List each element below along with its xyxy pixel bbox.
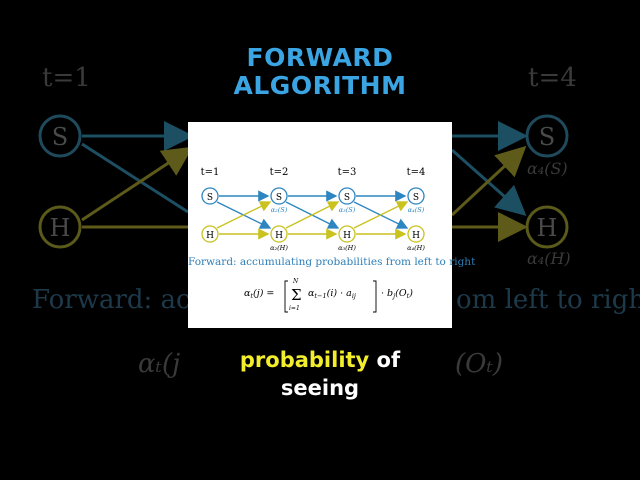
bg-arrow — [81, 142, 189, 214]
state-node-h-t1-label: H — [206, 231, 214, 241]
state-node-s-t1 — [201, 187, 219, 205]
bg-caption-right: om left to right — [456, 285, 640, 315]
bg-node-s-right-label: S — [539, 123, 555, 151]
transition-arrow-h-s — [353, 201, 409, 229]
state-node-s-t3 — [338, 187, 356, 205]
state-node-s-t3-label: S — [344, 193, 350, 203]
title-line-2: ALGORITHM — [233, 71, 407, 100]
bg-node-h-left-label: H — [50, 214, 71, 242]
subtitle-line-1: probability of — [224, 346, 416, 374]
alpha-label-s-t2: α₂(S) — [271, 206, 288, 214]
bg-arrow — [450, 145, 527, 217]
state-node-h-t4 — [407, 225, 425, 243]
alpha-label-s-t3: α₃(S) — [339, 206, 356, 214]
diagram-caption: Forward: accumulating probabilities from… — [188, 256, 476, 268]
state-node-h-t1 — [201, 225, 219, 243]
alpha-label-h-t4: α₄(H) — [407, 244, 425, 252]
bg-node-s-left-label: S — [52, 123, 68, 151]
state-node-h-t4-label: H — [412, 231, 420, 241]
state-node-s-t4 — [407, 187, 425, 205]
bg-node-h-left — [38, 205, 82, 249]
state-node-h-t3-label: H — [343, 231, 351, 241]
state-node-s-t2-label: S — [276, 193, 282, 203]
forward-recursion-formula: αt(j) = Σ N i=1 αt−1(i) · aij · bj(Ot) — [244, 278, 413, 313]
svg-text:i=1: i=1 — [289, 305, 300, 312]
time-label-t3: t=3 — [338, 167, 357, 178]
transition-arrow-h-s — [285, 201, 340, 229]
state-node-h-t3 — [338, 225, 356, 243]
bg-formula-left: αₜ(j — [138, 349, 180, 379]
time-label-t4: t=4 — [407, 167, 426, 178]
video-title: FORWARD ALGORITHM — [0, 44, 640, 100]
time-label-t1: t=1 — [201, 167, 220, 178]
svg-text:Σ: Σ — [291, 286, 302, 304]
alpha-label-s-t4: α₄(S) — [408, 206, 425, 214]
subtitle-highlight-word: probability — [239, 348, 370, 372]
title-line-1: FORWARD — [246, 43, 394, 72]
bg-t1-label: t=1 — [42, 63, 91, 93]
subtitle-text-1: of — [369, 348, 401, 372]
state-node-s-t4-label: S — [413, 193, 419, 203]
state-node-h-t2 — [270, 225, 288, 243]
alpha-label-h-t3: α₃(H) — [338, 244, 356, 252]
transition-arrow-h-s — [216, 201, 272, 229]
time-label-t2: t=2 — [270, 167, 289, 178]
subtitle-line-2: seeing — [280, 376, 360, 400]
bg-arrow — [81, 146, 194, 222]
bg-t4-label: t=4 — [528, 63, 577, 93]
bg-alpha4-h: α₄(H) — [527, 249, 571, 268]
svg-text:αt(j) =: αt(j) = — [244, 288, 274, 300]
bg-node-s-left — [38, 114, 82, 158]
bg-node-h-right-label: H — [537, 214, 558, 242]
trellis-diagram: t=1 t=2 t=3 t=4 S S S S H H H — [201, 167, 426, 313]
trellis-diagram-card: t=1 t=2 t=3 t=4 S S S S H H H — [188, 122, 476, 328]
alpha-label-h-t2: α₂(H) — [270, 244, 288, 252]
svg-text:N: N — [292, 278, 299, 285]
bg-formula-right: (Oₜ) — [455, 349, 503, 379]
bg-alpha4-s: α₄(S) — [527, 159, 568, 178]
video-subtitle: probability of seeing — [224, 346, 416, 402]
svg-text:· bj(Ot): · bj(Ot) — [381, 288, 413, 300]
state-node-s-t1-label: S — [207, 193, 213, 203]
state-node-s-t2 — [270, 187, 288, 205]
state-node-h-t2-label: H — [275, 231, 283, 241]
svg-text:αt−1(i) · aij: αt−1(i) · aij — [308, 288, 356, 300]
